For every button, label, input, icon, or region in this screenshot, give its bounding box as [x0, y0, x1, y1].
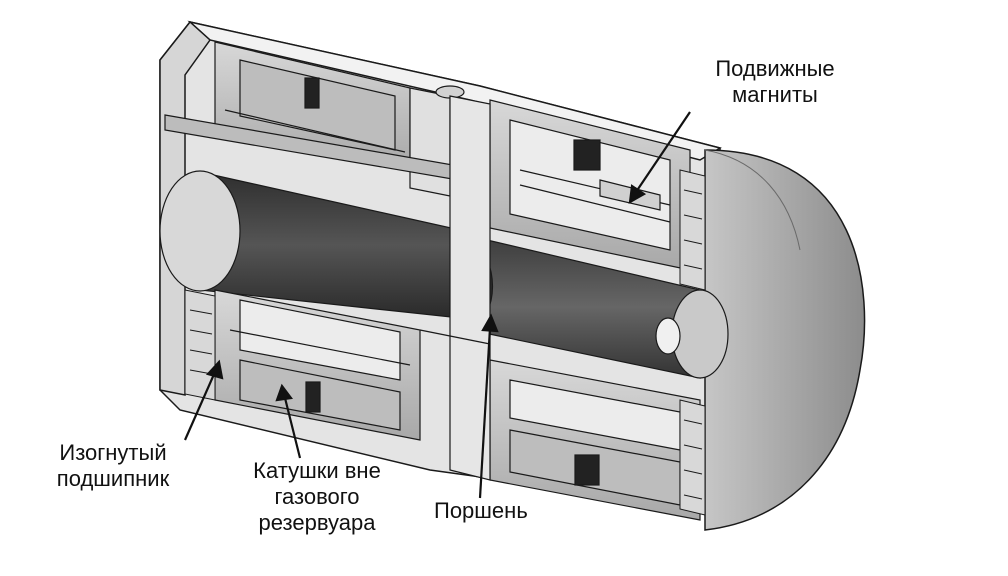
moving-magnets-line-1: Подвижные [715, 56, 835, 81]
moving-magnets-label: Подвижные магниты [690, 56, 860, 108]
coils-label: Катушки вне газового резервуара [222, 458, 412, 536]
bent-bearing-line-2: подшипник [56, 466, 170, 491]
bearing-arrow [183, 371, 217, 441]
flexure-bearings [184, 169, 706, 516]
moving-magnets-line-2: магниты [732, 82, 818, 107]
center-divider [419, 95, 491, 481]
magnets-arrow [635, 111, 691, 193]
bent-bearing-label: Изогнутый подшипник [28, 440, 198, 492]
piston-line-1: Поршень [434, 498, 528, 523]
coils-line-3: резервуара [258, 510, 376, 535]
coils-line-2: газового [274, 484, 360, 509]
piston-arrow [478, 327, 492, 499]
lower-coil-left [214, 289, 421, 441]
coils-line-1: Катушки вне [253, 458, 381, 483]
leader-lines [183, 111, 691, 499]
bent-bearing-line-1: Изогнутый [59, 440, 167, 465]
coils-arrow [283, 397, 302, 459]
dome-end-cap [704, 149, 866, 531]
piston-label: Поршень [434, 498, 574, 524]
